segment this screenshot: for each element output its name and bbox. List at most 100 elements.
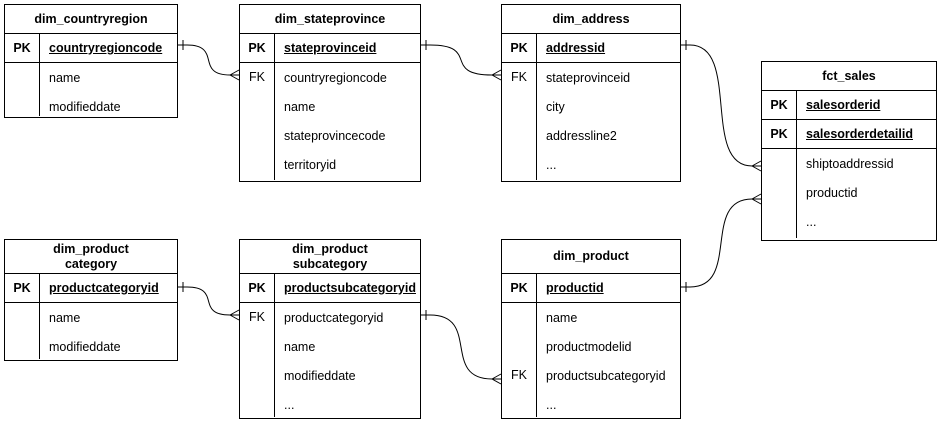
attribute-row[interactable]: name — [49, 310, 81, 325]
key-badge-pk: PK — [762, 120, 797, 148]
entity-title: fct_sales — [762, 62, 936, 91]
attribute-row[interactable]: stateprovinceid — [546, 70, 631, 85]
attribute-row[interactable]: name — [546, 310, 578, 325]
key-badge-pk: PK — [240, 34, 275, 62]
key-column-empty — [5, 63, 40, 116]
attribute-row[interactable]: name — [49, 70, 81, 85]
cardinality-marker-many-lower — [751, 165, 762, 172]
attribute-row[interactable]: productcategoryid — [284, 310, 384, 325]
attribute-list: stateprovinceid city addressline2... — [537, 63, 680, 180]
attribute-row[interactable]: territoryid — [284, 157, 337, 172]
primary-key-label: productid — [546, 281, 604, 295]
attribute-row[interactable]: productsubcategoryid — [546, 368, 666, 383]
cardinality-marker-many-upper — [491, 69, 502, 76]
attribute-row-primary-key[interactable]: PK countryregioncode — [5, 34, 177, 63]
attribute-name: productsubcategoryid — [275, 281, 420, 295]
attribute-row-primary-key[interactable]: PK productcategoryid — [5, 274, 177, 303]
attribute-row[interactable]: productid — [806, 185, 858, 200]
connector-line — [186, 44, 231, 76]
foreign-key-badge-label: FK — [249, 70, 265, 84]
attribute-row[interactable]: name — [284, 99, 316, 114]
attribute-row-primary-key[interactable]: PK salesorderdetailid — [762, 120, 936, 149]
attribute-row[interactable]: stateprovincecode — [284, 128, 386, 143]
entity-rows: PK productcategoryid name modifieddate — [5, 274, 177, 359]
attribute-row-primary-key[interactable]: PK productid — [502, 274, 680, 303]
attribute-row-primary-key[interactable]: PK addressid — [502, 34, 680, 63]
foreign-key-badge-label: FK — [511, 368, 527, 382]
attribute-name: salesorderdetailid — [797, 127, 936, 141]
key-badge-fk: FK — [240, 303, 275, 417]
key-badge-pk: PK — [502, 274, 537, 302]
key-column-empty — [762, 149, 797, 238]
primary-key-label: salesorderdetailid — [806, 127, 913, 141]
connector-line — [186, 286, 231, 316]
attribute-row[interactable]: ... — [806, 214, 817, 229]
attribute-list: countryregioncode name stateprovincecode te… — [275, 63, 420, 180]
attribute-row[interactable]: productmodelid — [546, 339, 632, 354]
connector-line — [429, 314, 493, 380]
entity-attribute-block: FK countryregioncode name stateprovincecode… — [240, 63, 420, 180]
connector-line — [429, 44, 493, 76]
attribute-name: addressid — [537, 41, 680, 55]
entity-title: dim_product — [502, 240, 680, 274]
primary-key-label: productsubcategoryid — [284, 281, 416, 295]
cardinality-marker-many-upper — [751, 193, 762, 200]
key-badge-pk: PK — [762, 91, 797, 119]
cardinality-marker-many-upper — [491, 373, 502, 380]
attribute-row[interactable]: name — [284, 339, 316, 354]
cardinality-marker-many-lower — [751, 198, 762, 205]
attribute-row[interactable]: shiptoaddressid — [806, 156, 894, 171]
entity-attribute-block: FK productcategoryid name modifieddate... — [240, 303, 420, 417]
attribute-list: name productmodelid productsubcategoryid..… — [537, 303, 680, 417]
attribute-name: stateprovinceid — [275, 41, 420, 55]
entity-attribute-block: FK name productmodelid productsubcategoryid… — [502, 303, 680, 417]
primary-key-label: countryregioncode — [49, 41, 163, 55]
cardinality-marker-many-upper — [229, 69, 240, 76]
key-badge-pk: PK — [5, 34, 40, 62]
key-badge-pk: PK — [5, 274, 40, 302]
foreign-key-badge-label: FK — [249, 310, 265, 324]
primary-key-label: addressid — [546, 41, 606, 55]
attribute-row[interactable]: ... — [546, 157, 557, 172]
attribute-row[interactable]: countryregioncode — [284, 70, 387, 85]
attribute-row[interactable]: city — [546, 99, 565, 114]
relationship-productcategory-to-subcategory — [178, 282, 240, 321]
attribute-row[interactable]: modifieddate — [284, 368, 356, 383]
cardinality-marker-many-upper — [751, 160, 762, 167]
key-badge-pk: PK — [502, 34, 537, 62]
connector-line — [689, 198, 753, 288]
connector-line — [689, 44, 753, 167]
attribute-list: productcategoryid name modifieddate... — [275, 303, 420, 417]
attribute-list: name modifieddate — [40, 63, 177, 116]
relationship-stateprovince-to-address — [421, 40, 502, 81]
attribute-name: productid — [537, 281, 680, 295]
key-badge-fk: FK — [240, 63, 275, 180]
relationship-countryregion-to-stateprovince — [178, 40, 240, 81]
attribute-row[interactable]: ... — [284, 397, 295, 412]
relationship-subcategory-to-product — [421, 310, 502, 385]
primary-key-label: productcategoryid — [49, 281, 159, 295]
attribute-row[interactable]: modifieddate — [49, 99, 121, 114]
attribute-row[interactable]: ... — [546, 397, 557, 412]
attribute-row[interactable]: addressline2 — [546, 128, 617, 143]
entity-attribute-block: shiptoaddressid productid... — [762, 149, 936, 238]
attribute-row[interactable]: modifieddate — [49, 339, 121, 354]
entity-attribute-block: name modifieddate — [5, 303, 177, 359]
